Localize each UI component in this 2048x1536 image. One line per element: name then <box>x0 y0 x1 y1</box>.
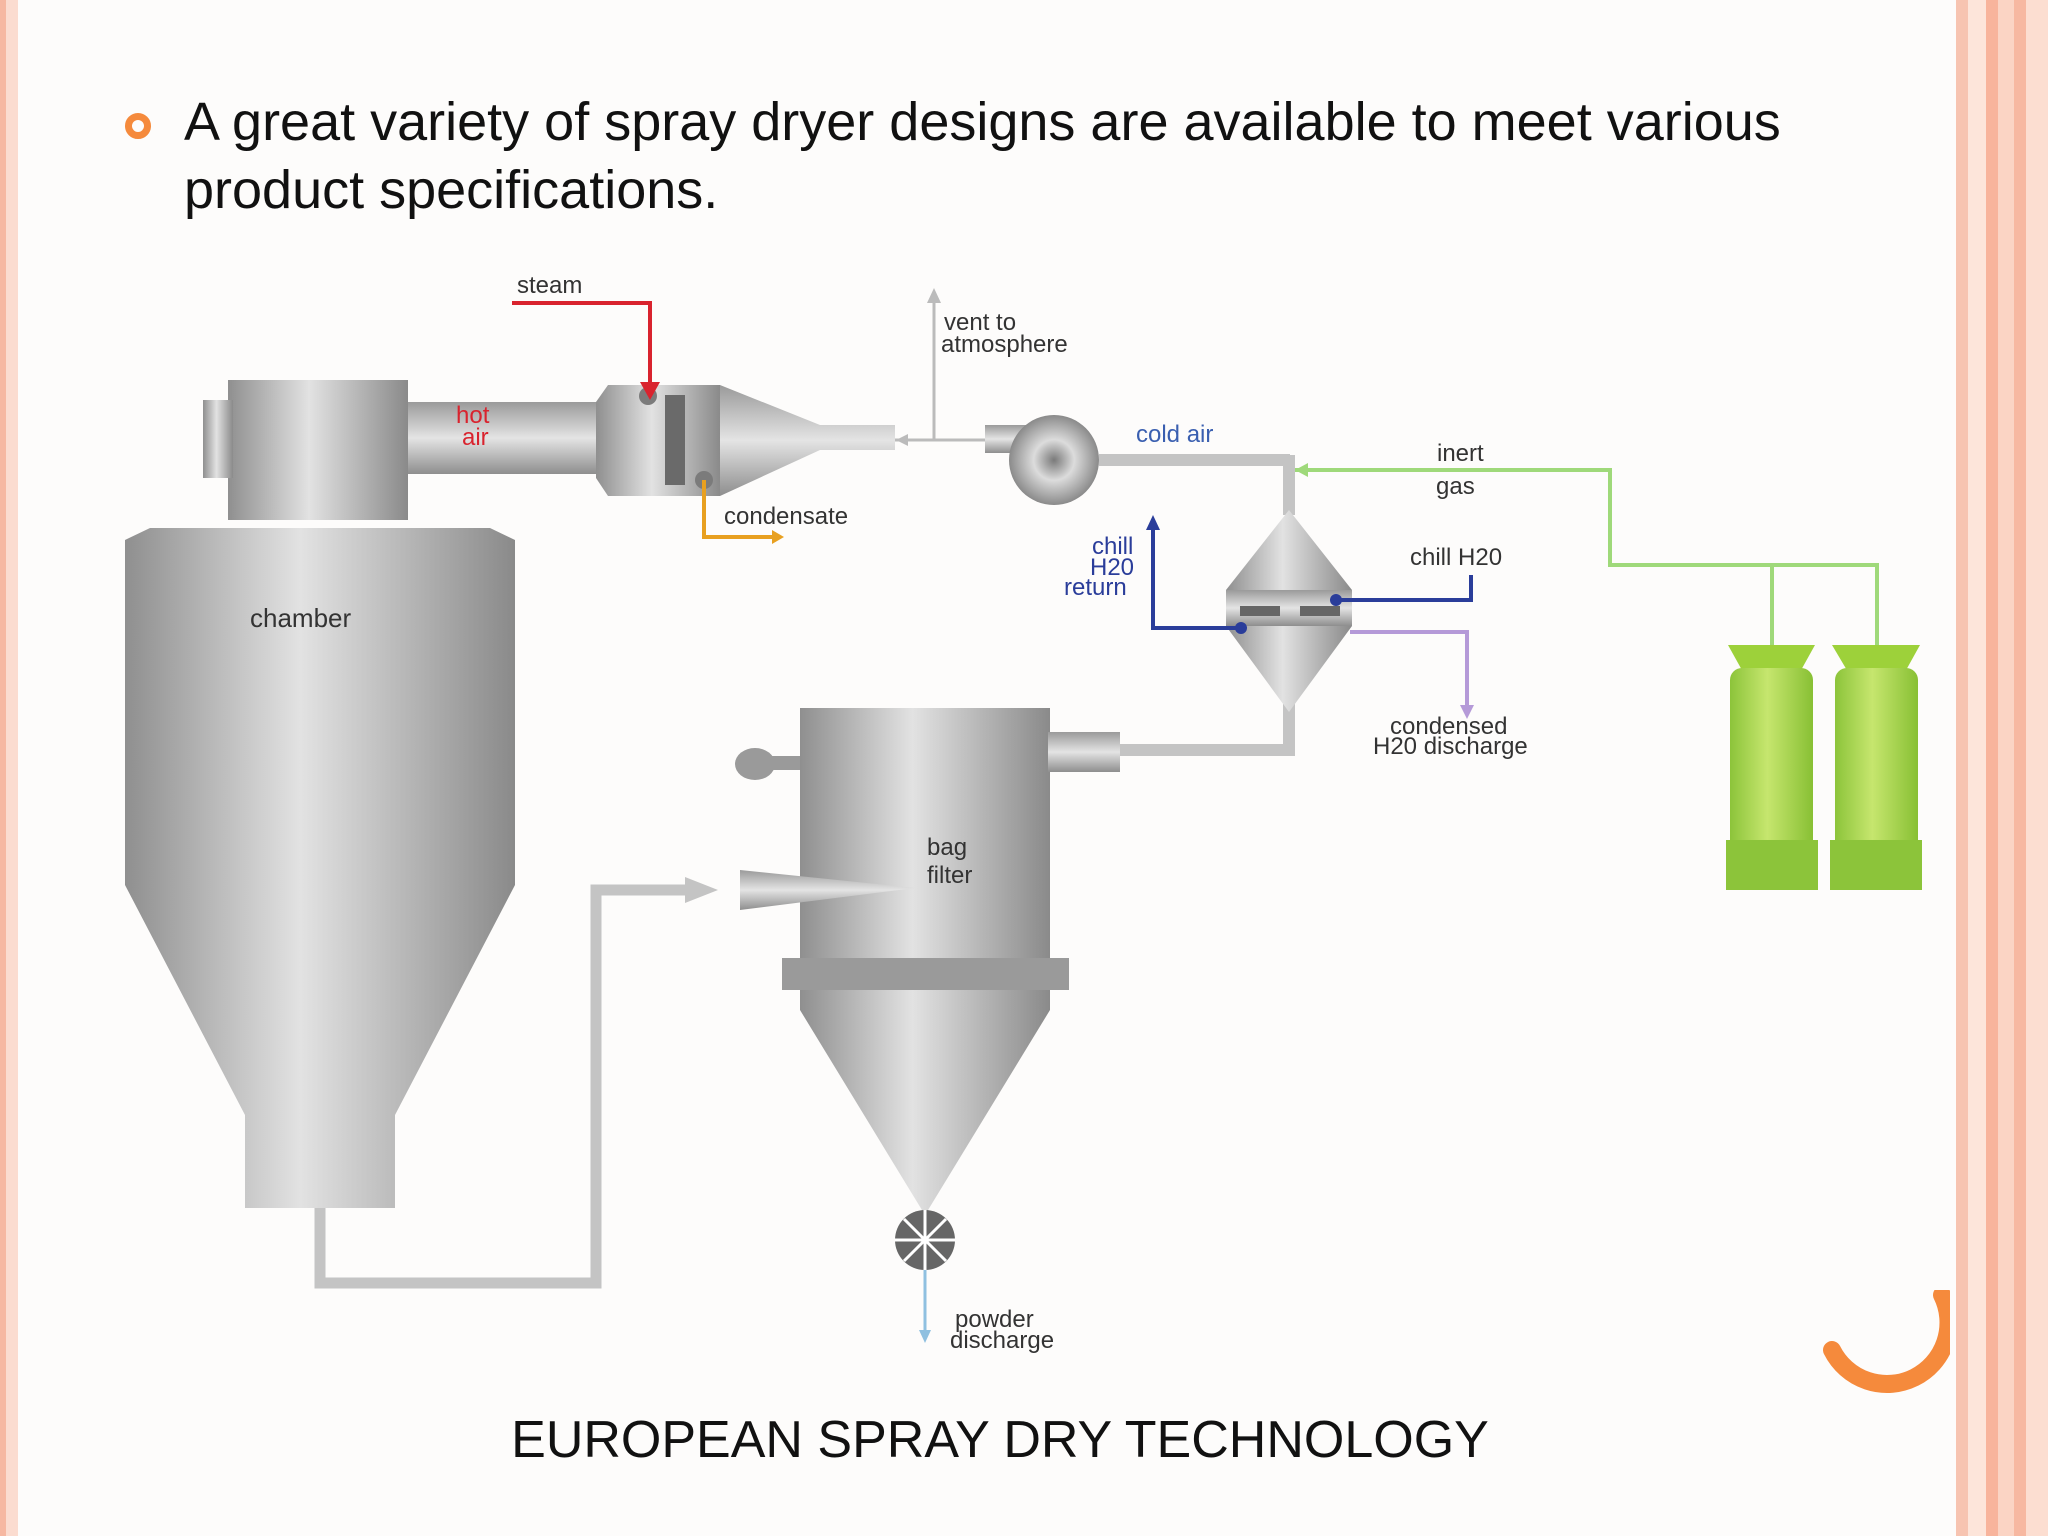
inert-label: inert <box>1437 440 1484 467</box>
chill-h2o-label: chill H20 <box>1410 544 1502 571</box>
condensed-label-1: condensed <box>1390 713 1507 740</box>
chill-return-label-1: chill <box>1092 533 1133 560</box>
bag-filter <box>735 708 1120 1215</box>
chill-water-lines <box>1146 515 1473 634</box>
gas-label: gas <box>1436 473 1475 500</box>
powder-label-1: powder <box>955 1306 1034 1333</box>
hot-air-duct <box>408 385 895 496</box>
spray-dryer-diagram: steam hot air condensate vent to atmosph… <box>125 272 1922 1354</box>
condenser <box>1226 510 1352 712</box>
inert-gas-line <box>1295 463 1879 652</box>
right-border-decoration <box>1956 0 2048 1536</box>
vent-line <box>895 288 990 446</box>
cold-air-label: cold air <box>1136 421 1213 448</box>
chamber-label: chamber <box>250 603 351 633</box>
condensate-line <box>702 480 784 544</box>
gas-cylinders <box>1726 645 1922 890</box>
bullet-circle-icon <box>125 113 151 139</box>
bag-label: bag <box>927 834 967 861</box>
vent-label-line2: atmosphere <box>941 331 1068 358</box>
left-border-decoration <box>0 0 18 1536</box>
corner-arc-decoration <box>1823 1290 1950 1393</box>
diagram-caption: EUROPEAN SPRAY DRY TECHNOLOGY <box>511 1411 1489 1469</box>
condensed-label-2: H20 discharge <box>1373 733 1528 760</box>
powder-label-2: discharge <box>950 1327 1054 1354</box>
steam-line <box>512 301 660 400</box>
vent-label-line1: vent to <box>944 309 1016 336</box>
powder-discharge-line <box>919 1270 931 1343</box>
chamber-outlet-pipe <box>314 877 718 1289</box>
condensate-label: condensate <box>724 503 848 530</box>
steam-label: steam <box>517 272 582 299</box>
fan <box>985 415 1290 505</box>
filter-label: filter <box>927 862 972 889</box>
condensed-discharge-line <box>1350 630 1474 719</box>
chamber <box>125 380 515 1208</box>
hot-label: hot <box>456 402 490 429</box>
chill-return-label-3: return <box>1064 574 1127 601</box>
chill-return-label-2: H20 <box>1090 554 1134 581</box>
rotary-valve <box>895 1210 955 1270</box>
bullet-text: A great variety of spray dryer designs a… <box>184 92 1781 220</box>
air-label: air <box>462 424 489 451</box>
